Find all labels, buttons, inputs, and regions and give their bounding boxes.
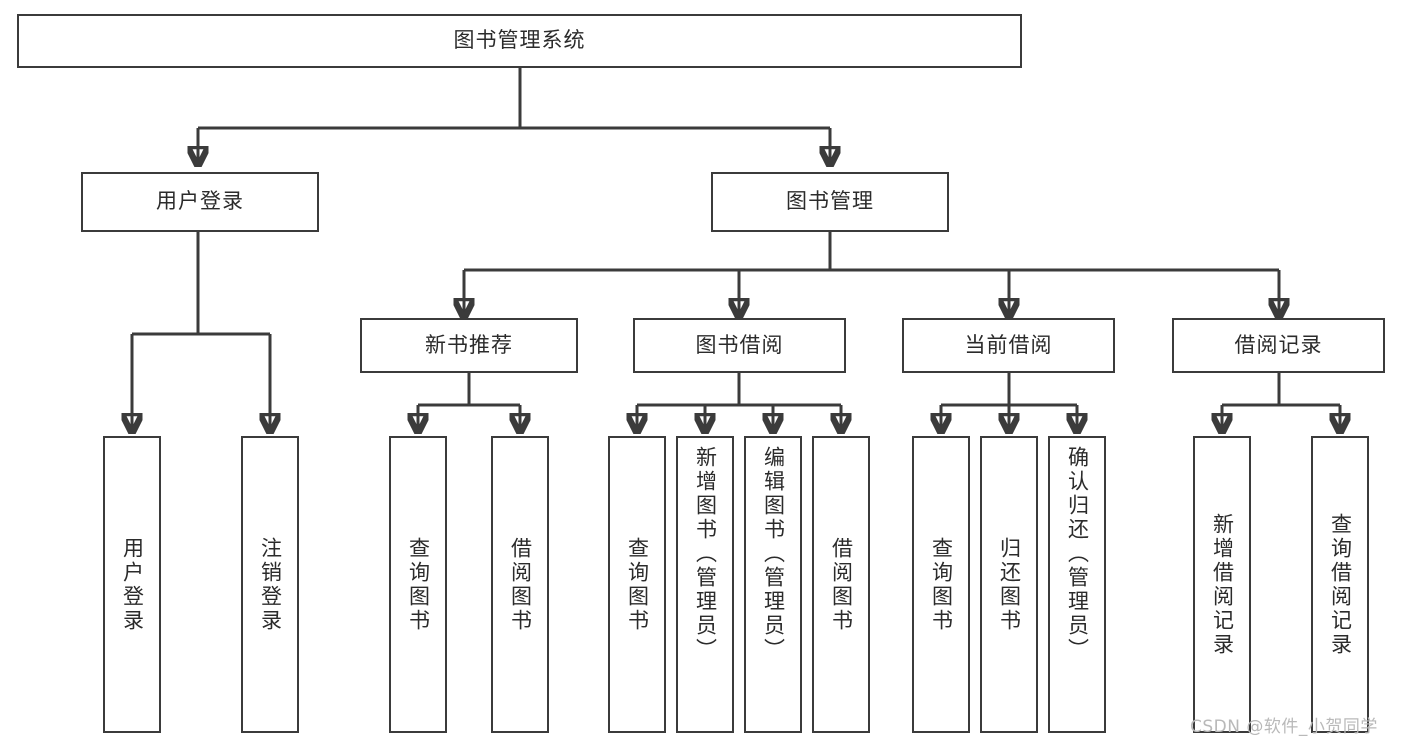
node-book-manage[interactable]: 图书管理 xyxy=(711,172,949,232)
leaf-book-borrow-query[interactable]: 查询图书 xyxy=(608,436,666,733)
leaf-current-borrow-query[interactable]: 查询图书 xyxy=(912,436,970,733)
leaf-label: 新增借阅记录 xyxy=(1210,512,1235,657)
leaf-borrow-record-add[interactable]: 新增借阅记录 xyxy=(1193,436,1251,733)
node-user-login-label: 用户登录 xyxy=(156,189,244,214)
leaf-user-login-logout[interactable]: 注销登录 xyxy=(241,436,299,733)
leaf-current-borrow-confirm[interactable]: 确认归还（管理员） xyxy=(1048,436,1106,733)
node-current-borrow[interactable]: 当前借阅 xyxy=(902,318,1115,373)
node-root[interactable]: 图书管理系统 xyxy=(17,14,1022,68)
leaf-label: 借阅图书 xyxy=(508,536,533,633)
leaf-user-login-login[interactable]: 用户登录 xyxy=(103,436,161,733)
node-borrow-record-label: 借阅记录 xyxy=(1234,332,1323,357)
node-new-book-recommend[interactable]: 新书推荐 xyxy=(360,318,578,373)
node-user-login[interactable]: 用户登录 xyxy=(81,172,319,232)
node-new-book-recommend-label: 新书推荐 xyxy=(425,332,513,357)
leaf-label: 查询图书 xyxy=(406,536,431,633)
leaf-label: 用户登录 xyxy=(120,536,145,633)
leaf-label: 借阅图书 xyxy=(829,536,854,633)
node-current-borrow-label: 当前借阅 xyxy=(964,332,1053,357)
node-borrow-record[interactable]: 借阅记录 xyxy=(1172,318,1385,373)
node-book-borrow[interactable]: 图书借阅 xyxy=(633,318,846,373)
leaf-new-book-borrow[interactable]: 借阅图书 xyxy=(491,436,549,733)
node-book-manage-label: 图书管理 xyxy=(786,189,874,214)
node-root-label: 图书管理系统 xyxy=(453,28,586,53)
leaf-label: 归还图书 xyxy=(997,536,1022,633)
leaf-label: 注销登录 xyxy=(258,536,283,633)
leaf-label: 查询图书 xyxy=(929,536,954,633)
leaf-book-borrow-edit[interactable]: 编辑图书（管理员） xyxy=(744,436,802,733)
leaf-label: 新增图书（管理员） xyxy=(693,446,718,662)
leaf-book-borrow-lend[interactable]: 借阅图书 xyxy=(812,436,870,733)
leaf-book-borrow-add[interactable]: 新增图书（管理员） xyxy=(676,436,734,733)
leaf-new-book-query[interactable]: 查询图书 xyxy=(389,436,447,733)
leaf-label: 查询图书 xyxy=(625,536,650,633)
leaf-label: 查询借阅记录 xyxy=(1328,512,1353,657)
leaf-label: 编辑图书（管理员） xyxy=(761,446,786,662)
node-book-borrow-label: 图书借阅 xyxy=(695,332,784,357)
leaf-borrow-record-query[interactable]: 查询借阅记录 xyxy=(1311,436,1369,733)
watermark: CSDN @软件_小贺同学 xyxy=(1190,717,1378,737)
leaf-current-borrow-return[interactable]: 归还图书 xyxy=(980,436,1038,733)
leaf-label: 确认归还（管理员） xyxy=(1065,446,1090,662)
